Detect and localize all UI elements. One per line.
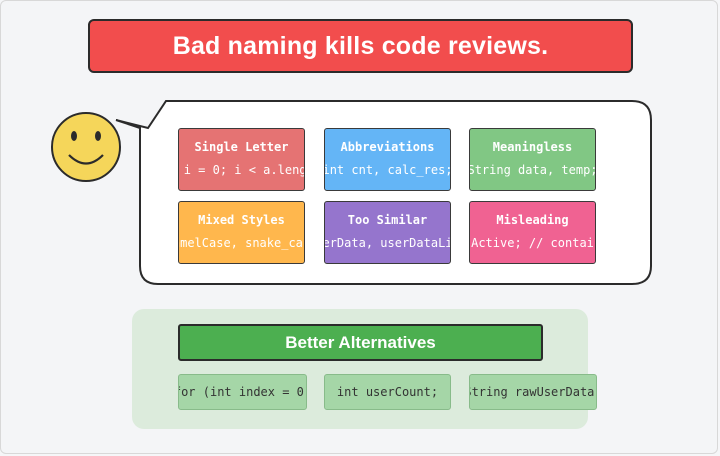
better-alt-index: for (int index = 0; [178, 374, 307, 410]
card-title: Single Letter [194, 140, 289, 154]
alt-code: String rawUserData; [469, 385, 597, 399]
card-title: Meaningless [492, 140, 573, 154]
bad-example-too-similar: Too Similar userData, userDataList [324, 201, 451, 264]
card-title: Misleading [496, 213, 569, 227]
better-alt-user-count: int userCount; [324, 374, 451, 410]
bad-example-misleading: Misleading isActive; // contains [469, 201, 596, 264]
bad-example-single-letter: Single Letter for (int i = 0; i < a.leng… [178, 128, 305, 191]
bad-example-mixed-styles: Mixed Styles camelCase, snake_case [178, 201, 305, 264]
card-title: Too Similar [347, 213, 428, 227]
card-code: userData, userDataList [325, 236, 450, 250]
alt-code: for (int index = 0; [178, 385, 307, 399]
title-banner: Bad naming kills code reviews. [88, 19, 633, 73]
page-title: Bad naming kills code reviews. [172, 31, 549, 60]
card-code: for (int i = 0; i < a.length; i++) [179, 163, 304, 177]
card-code: isActive; // contains [470, 236, 595, 250]
card-title: Abbreviations [340, 140, 435, 154]
bad-example-abbreviations: Abbreviations int cnt, calc_res; [324, 128, 451, 191]
alt-code: int userCount; [336, 385, 439, 399]
better-alt-raw-user-data: String rawUserData; [469, 374, 597, 410]
card-title: Mixed Styles [198, 213, 285, 227]
card-code: int cnt, calc_res; [324, 163, 451, 177]
bad-example-meaningless: Meaningless String data, temp; [469, 128, 596, 191]
better-alternatives-banner: Better Alternatives [178, 324, 543, 361]
better-alternatives-title: Better Alternatives [285, 332, 436, 352]
card-code: String data, temp; [469, 163, 596, 177]
smiley-face-icon [51, 112, 121, 182]
card-code: camelCase, snake_case [179, 236, 304, 250]
